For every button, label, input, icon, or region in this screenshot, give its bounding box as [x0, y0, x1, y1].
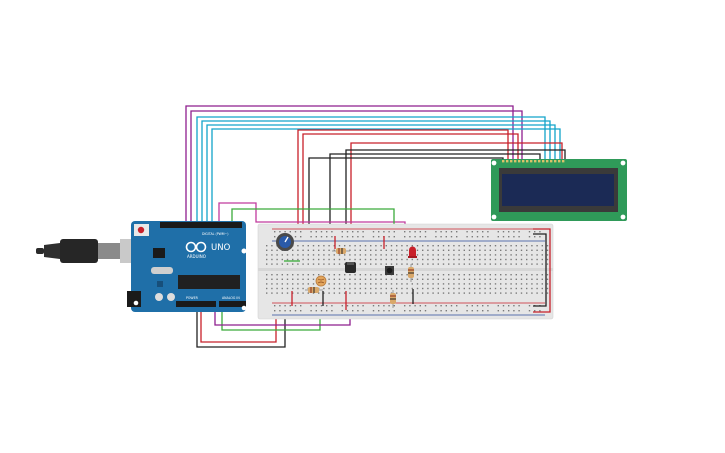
resistor-led[interactable]: [408, 264, 414, 282]
wire-red-lcd-2: [302, 133, 519, 232]
push-button[interactable]: [385, 266, 394, 275]
digital-header-label: DIGITAL (PWM~): [202, 232, 228, 236]
wire-red-rail: [533, 228, 551, 313]
arduino-logo: [185, 241, 207, 253]
resistor-top[interactable]: [332, 248, 350, 254]
power-header-label: POWER: [186, 296, 199, 300]
usb-cable[interactable]: [36, 239, 146, 263]
wire-purple-2: [190, 110, 523, 225]
wire-cyan-4: [211, 128, 561, 225]
lcd-16x2[interactable]: [491, 159, 627, 221]
breadboard-holes: [266, 231, 549, 312]
breadboard[interactable]: [257, 223, 554, 320]
wire-cyan-2: [201, 120, 551, 225]
lcd-data-wires: [185, 105, 561, 225]
wire-black-lcd-3: [329, 153, 541, 232]
wire-cyan-1: [196, 116, 546, 225]
led-red[interactable]: [408, 246, 417, 259]
wire-black-rail: [533, 233, 547, 307]
rail-jumpers: [533, 228, 551, 313]
potentiometer[interactable]: [276, 233, 294, 251]
board-brand-label: ARDUINO: [187, 254, 206, 259]
analog-header-label: ANALOG IN: [222, 296, 240, 300]
wire-red-lcd-1: [297, 129, 509, 232]
lcd-power-wires: [297, 129, 566, 232]
resistor-bottom[interactable]: [305, 287, 323, 293]
arduino-uno[interactable]: UNO ARDUINO DIGITAL (PWM~) POWER ANALOG …: [127, 221, 247, 312]
lcd-pin-header: [502, 160, 565, 163]
resistor-pulldown[interactable]: [390, 290, 396, 308]
board-model-label: UNO: [211, 243, 231, 253]
wire-red-bottom: [200, 306, 277, 343]
tilt-sensor[interactable]: [345, 262, 356, 273]
lcd-screen: [502, 174, 614, 206]
wire-magenta-top: [218, 202, 406, 232]
breadboard-jumpers: [284, 236, 414, 310]
wire-black-lcd-2: [308, 157, 504, 232]
ldr-sensor[interactable]: [315, 275, 327, 287]
wire-red-lcd-3: [350, 142, 563, 232]
wire-purple-1: [185, 105, 514, 225]
wire-black-lcd-1: [345, 149, 566, 232]
